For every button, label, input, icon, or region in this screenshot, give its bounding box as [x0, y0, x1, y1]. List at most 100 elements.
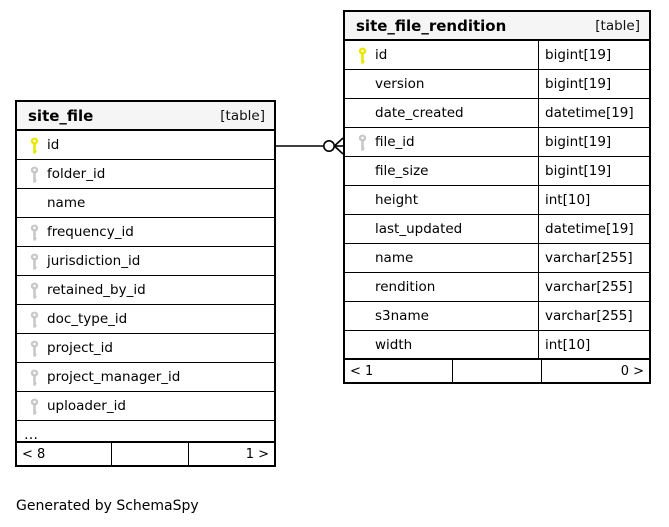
cardinality-many-crowsfoot-icon — [333, 137, 344, 155]
column-name-cell: retained_by_id — [17, 276, 274, 304]
column-name-label: project_manager_id — [47, 369, 181, 385]
table-row[interactable]: frequency_id — [17, 218, 274, 247]
column-name-cell: version — [345, 70, 538, 98]
column-name-label: rendition — [375, 279, 436, 295]
footer-middle-cell — [452, 360, 542, 382]
foreign-key-icon — [24, 281, 45, 299]
column-name-cell: uploader_id — [17, 392, 274, 420]
table-row[interactable]: name — [17, 189, 274, 218]
column-name-cell: rendition — [345, 273, 538, 301]
column-type-label: bigint[19] — [538, 128, 649, 156]
foreign-key-icon — [24, 339, 45, 357]
table-row[interactable]: width int[10] — [345, 331, 649, 360]
table-row[interactable]: file_size bigint[19] — [345, 157, 649, 186]
table-row[interactable]: retained_by_id — [17, 276, 274, 305]
table-title: site_file_rendition — [356, 16, 507, 35]
primary-key-icon — [352, 46, 373, 64]
footer-middle-cell — [111, 443, 189, 465]
truncation-ellipsis: … — [17, 421, 274, 443]
column-name-label: last_updated — [375, 221, 463, 237]
column-name-label: file_size — [375, 163, 429, 179]
table-row[interactable]: s3name varchar[255] — [345, 302, 649, 331]
column-type-label: int[10] — [538, 331, 649, 358]
column-type-label: int[10] — [538, 186, 649, 214]
foreign-key-icon — [24, 165, 45, 183]
column-name-label: id — [47, 137, 60, 153]
key-icon-placeholder — [352, 336, 373, 354]
footer-incoming-count[interactable]: < 8 — [22, 446, 46, 462]
table-row[interactable]: uploader_id — [17, 392, 274, 421]
column-name-label: s3name — [375, 308, 429, 324]
column-name-cell: project_id — [17, 334, 274, 362]
column-name-cell: name — [17, 189, 274, 217]
column-name-label: date_created — [375, 105, 464, 121]
column-name-cell: file_id — [345, 128, 538, 156]
column-name-cell: id — [345, 41, 538, 69]
column-name-label: folder_id — [47, 166, 106, 182]
column-name-label: width — [375, 336, 413, 353]
foreign-key-icon — [24, 310, 45, 328]
key-icon-placeholder — [352, 220, 373, 238]
footer-outgoing-count[interactable]: 1 > — [245, 446, 269, 462]
key-icon-placeholder — [352, 162, 373, 180]
table-footer-site_file_rendition: < 1 0 > — [345, 360, 649, 382]
column-name-cell: date_created — [345, 99, 538, 127]
primary-key-icon — [24, 136, 45, 154]
column-type-label: bigint[19] — [538, 157, 649, 185]
table-row[interactable]: version bigint[19] — [345, 70, 649, 99]
column-type-label: bigint[19] — [538, 41, 649, 69]
column-type-label: bigint[19] — [538, 70, 649, 98]
column-name-cell: folder_id — [17, 160, 274, 188]
table-type-tag: [table] — [595, 17, 640, 34]
column-type-label: varchar[255] — [538, 244, 649, 272]
key-icon-placeholder — [352, 104, 373, 122]
table-header-site_file_rendition: site_file_rendition [table] — [345, 12, 649, 41]
column-name-label: file_id — [375, 134, 415, 150]
column-name-label: retained_by_id — [47, 282, 146, 298]
table-row[interactable]: last_updated datetime[19] — [345, 215, 649, 244]
table-row[interactable]: project_manager_id — [17, 363, 274, 392]
footer-outgoing-count[interactable]: 0 > — [620, 363, 644, 379]
column-name-label: frequency_id — [47, 224, 134, 240]
key-icon-placeholder — [352, 249, 373, 267]
key-icon-placeholder — [352, 278, 373, 296]
table-header-site_file: site_file [table] — [17, 102, 274, 131]
column-name-label: version — [375, 76, 425, 92]
table-row[interactable]: jurisdiction_id — [17, 247, 274, 276]
table-title: site_file — [28, 106, 94, 125]
table-row[interactable]: folder_id — [17, 160, 274, 189]
column-name-cell: width — [345, 331, 538, 358]
foreign-key-icon — [24, 368, 45, 386]
key-icon-placeholder — [352, 307, 373, 325]
column-name-label: name — [47, 195, 86, 211]
table-row[interactable]: height int[10] — [345, 186, 649, 215]
table-footer-site_file: < 8 1 > — [17, 443, 274, 465]
column-name-cell: jurisdiction_id — [17, 247, 274, 275]
foreign-key-icon — [24, 252, 45, 270]
relationship-connector-site_file-to-site_file_rendition — [276, 137, 344, 155]
key-icon-placeholder — [352, 75, 373, 93]
table-row[interactable]: rendition varchar[255] — [345, 273, 649, 302]
table-row[interactable]: doc_type_id — [17, 305, 274, 334]
column-type-label: varchar[255] — [538, 302, 649, 330]
column-name-label: uploader_id — [47, 398, 126, 414]
column-name-cell: id — [17, 131, 274, 159]
column-name-cell: name — [345, 244, 538, 272]
column-name-cell: height — [345, 186, 538, 214]
table-row[interactable]: file_id bigint[19] — [345, 128, 649, 157]
key-icon-placeholder — [352, 191, 373, 209]
column-type-label: varchar[255] — [538, 273, 649, 301]
column-name-label: height — [375, 192, 419, 208]
table-row[interactable]: id — [17, 131, 274, 160]
table-type-tag: [table] — [220, 107, 265, 124]
column-type-label: datetime[19] — [538, 215, 649, 243]
table-row[interactable]: project_id — [17, 334, 274, 363]
footer-incoming-count[interactable]: < 1 — [350, 363, 374, 379]
